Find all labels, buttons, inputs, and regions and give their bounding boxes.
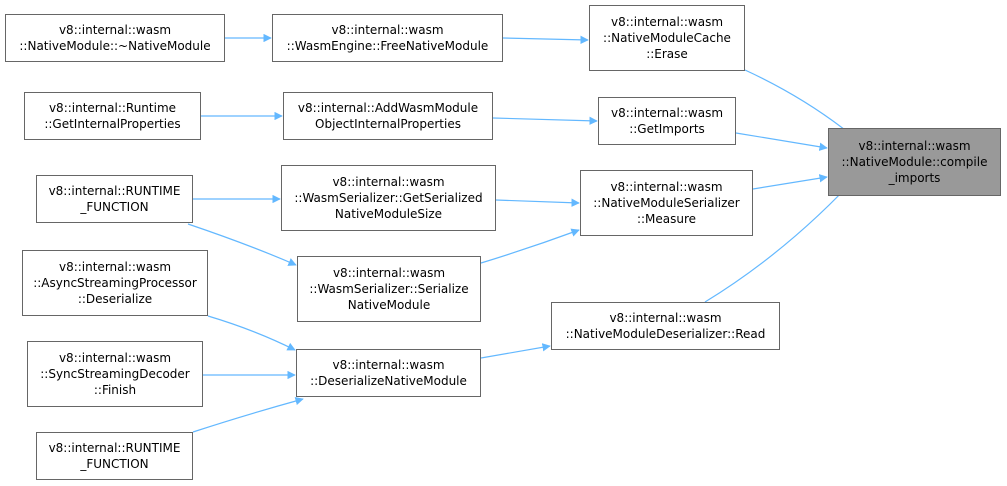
node-label: v8::internal::wasm ::NativeModule::compi… <box>841 139 988 185</box>
edge-n5-n6 <box>492 116 598 125</box>
node-native-module-compile-imports[interactable]: v8::internal::wasm ::NativeModule::compi… <box>828 128 1001 196</box>
node-label: v8::internal::wasm ::AsyncStreamingProce… <box>33 260 197 306</box>
node-label: v8::internal::wasm ::WasmEngine::FreeNat… <box>286 23 489 53</box>
node-native-module-destructor[interactable]: v8::internal::wasm ::NativeModule::~Nati… <box>5 14 225 62</box>
edge-n8-n11 <box>187 223 297 266</box>
edge-n2-n3 <box>502 35 589 45</box>
node-label: v8::internal::AddWasmModule ObjectIntern… <box>297 101 479 131</box>
node-native-module-serializer-measure[interactable]: v8::internal::wasm ::NativeModuleSeriali… <box>580 170 753 236</box>
node-label: v8::internal::Runtime ::GetInternalPrope… <box>44 101 181 131</box>
node-label: v8::internal::wasm ::NativeModule::~Nati… <box>19 23 211 53</box>
edge-n11-n10 <box>480 228 580 264</box>
node-wasm-serializer-get-serialized-native-module-size[interactable]: v8::internal::wasm ::WasmSerializer::Get… <box>281 165 496 231</box>
edge-n6-n7 <box>735 132 828 151</box>
node-sync-streaming-decoder-finish[interactable]: v8::internal::wasm ::SyncStreamingDecode… <box>27 341 203 407</box>
edge-n16-n14 <box>192 396 304 433</box>
node-label: v8::internal::wasm ::NativeModuleDeseria… <box>565 311 766 341</box>
node-wasm-engine-free-native-module[interactable]: v8::internal::wasm ::WasmEngine::FreeNat… <box>272 14 503 62</box>
edge-n10-n7 <box>752 174 828 190</box>
node-get-imports[interactable]: v8::internal::wasm ::GetImports <box>598 97 736 145</box>
node-runtime-function-lower[interactable]: v8::internal::RUNTIME _FUNCTION <box>36 432 193 480</box>
node-wasm-serializer-serialize-native-module[interactable]: v8::internal::wasm ::WasmSerializer::Ser… <box>297 256 481 322</box>
node-label: v8::internal::wasm ::GetImports <box>610 106 724 136</box>
node-add-wasm-module-object-internal-properties[interactable]: v8::internal::AddWasmModule ObjectIntern… <box>283 92 493 140</box>
node-label: v8::internal::RUNTIME _FUNCTION <box>48 441 181 471</box>
node-label: v8::internal::wasm ::SyncStreamingDecode… <box>40 351 190 397</box>
node-label: v8::internal::wasm ::NativeModuleSeriali… <box>593 180 740 226</box>
edge-n12-n14 <box>207 315 296 351</box>
node-runtime-get-internal-properties[interactable]: v8::internal::Runtime ::GetInternalPrope… <box>24 92 201 140</box>
node-native-module-deserializer-read[interactable]: v8::internal::wasm ::NativeModuleDeseria… <box>551 302 780 350</box>
edge-n9-n10 <box>495 198 580 207</box>
node-native-module-cache-erase[interactable]: v8::internal::wasm ::NativeModuleCache :… <box>589 5 745 71</box>
node-deserialize-native-module[interactable]: v8::internal::wasm ::DeserializeNativeMo… <box>296 349 481 397</box>
node-label: v8::internal::RUNTIME _FUNCTION <box>48 184 181 214</box>
node-label: v8::internal::wasm ::DeserializeNativeMo… <box>310 358 467 388</box>
node-label: v8::internal::wasm ::NativeModuleCache :… <box>603 15 731 61</box>
node-runtime-function-upper[interactable]: v8::internal::RUNTIME _FUNCTION <box>36 175 193 223</box>
node-label: v8::internal::wasm ::WasmSerializer::Get… <box>294 175 483 221</box>
edge-n14-n13 <box>480 343 551 359</box>
node-label: v8::internal::wasm ::WasmSerializer::Ser… <box>309 266 469 312</box>
node-async-streaming-processor-deserialize[interactable]: v8::internal::wasm ::AsyncStreamingProce… <box>22 250 208 316</box>
